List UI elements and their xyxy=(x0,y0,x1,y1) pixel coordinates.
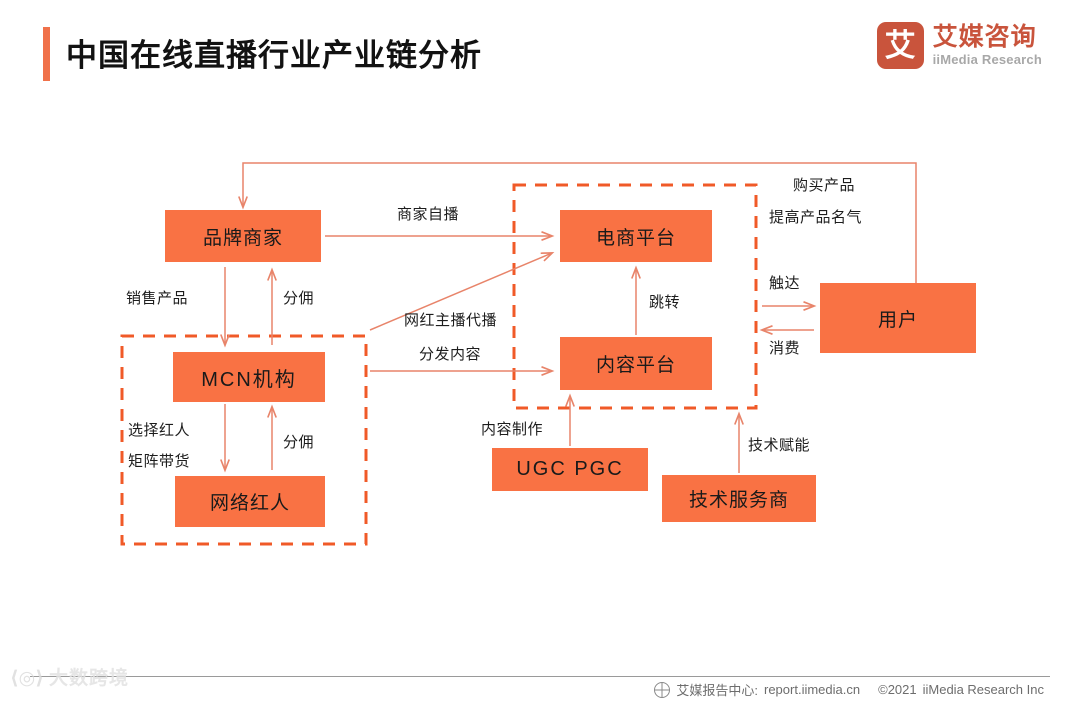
edge-label-sales-text: 销售产品 xyxy=(126,290,189,307)
title-accent-bar xyxy=(43,27,50,81)
logo-name-en: iiMedia Research xyxy=(932,52,1042,68)
edge-label-jump: 跳转 xyxy=(649,291,680,312)
node-tech-service-provider[interactable]: 技术服务商 xyxy=(662,475,816,522)
diagram-connectors xyxy=(120,162,917,546)
logo-mark-icon: 艾 xyxy=(876,22,924,69)
node-ugc-pgc[interactable]: UGC PGC xyxy=(492,448,648,491)
footer-source-label: 艾媒报告中心: xyxy=(676,683,758,698)
node-content-platform-label: 内容平台 xyxy=(595,355,676,376)
watermark: ⟨◎⟩ 大数跨境 xyxy=(10,669,129,688)
node-influencer[interactable]: 网络红人 xyxy=(175,476,325,527)
watermark-logo-icon: ⟨◎⟩ xyxy=(10,668,44,689)
footer-source-url[interactable]: report.iimedia.cn xyxy=(764,682,861,697)
edge-label-distribute-content: 分发内容 xyxy=(419,343,481,364)
node-brand-label: 品牌商家 xyxy=(202,227,283,249)
edge-label-anchor-proxy-text: 网红主播代播 xyxy=(404,312,498,329)
node-ecommerce-platform-label: 电商平台 xyxy=(595,227,676,249)
edge-label-buy-product-text: 购买产品 xyxy=(793,177,856,194)
footer-copyright: ©2021 xyxy=(878,682,917,697)
edge-label-matrix-selling-text: 矩阵带货 xyxy=(128,453,191,470)
footer-source: 艾媒报告中心: report.iimedia.cn ©2021 iiMedia … xyxy=(654,680,1044,699)
node-user[interactable]: 用户 xyxy=(820,283,976,353)
logo-text: 艾媒咨询 iiMedia Research xyxy=(933,23,1042,67)
edge-label-tech-empowerment-text: 技术赋能 xyxy=(748,437,811,454)
edge-label-select-influencer: 选择红人 xyxy=(128,419,190,440)
logo-name-cn: 艾媒咨询 xyxy=(932,23,1037,52)
edge-label-jump-text: 跳转 xyxy=(649,294,681,311)
edge-label-commission-mcn: 分佣 xyxy=(283,431,314,452)
edge-label-raise-fame: 提高产品名气 xyxy=(769,206,862,227)
edge-label-commission-brand-text: 分佣 xyxy=(283,290,315,307)
edge-label-self-broadcast-text: 商家自播 xyxy=(397,206,460,223)
edge-label-reach-text: 触达 xyxy=(769,275,801,292)
edge-label-commission-mcn-text: 分佣 xyxy=(283,434,315,451)
edge-label-content-production-text: 内容制作 xyxy=(481,421,544,438)
edge-label-select-influencer-text: 选择红人 xyxy=(128,422,191,439)
node-ecommerce-platform[interactable]: 电商平台 xyxy=(560,210,712,262)
edge-label-self-broadcast: 商家自播 xyxy=(397,203,459,224)
edge-label-commission-brand: 分佣 xyxy=(283,287,314,308)
edge-label-tech-empowerment: 技术赋能 xyxy=(748,434,810,455)
node-influencer-label: 网络红人 xyxy=(209,493,290,514)
edge-label-sales: 销售产品 xyxy=(126,287,188,308)
edge-label-anchor-proxy: 网红主播代播 xyxy=(404,309,497,330)
node-content-platform[interactable]: 内容平台 xyxy=(560,337,712,390)
page-title: 中国在线直播行业产业链分析 xyxy=(66,38,482,73)
node-brand[interactable]: 品牌商家 xyxy=(165,210,321,262)
node-user-label: 用户 xyxy=(877,309,918,331)
node-ugc-pgc-label: UGC PGC xyxy=(516,458,624,480)
edge-label-distribute-content-text: 分发内容 xyxy=(419,346,482,363)
watermark-text: 大数跨境 xyxy=(48,668,129,689)
edge-label-content-production: 内容制作 xyxy=(481,418,543,439)
footer-company: iiMedia Research Inc xyxy=(922,682,1044,697)
node-mcn-label: MCN机构 xyxy=(201,368,297,391)
edge-label-consume-text: 消费 xyxy=(769,340,801,357)
edge-label-raise-fame-text: 提高产品名气 xyxy=(769,209,863,226)
edge-label-buy-product: 购买产品 xyxy=(793,174,855,195)
node-tech-service-provider-label: 技术服务商 xyxy=(688,490,789,511)
industry-chain-diagram: 品牌商家 MCN机构 网络红人 电商平台 内容平台 UGC PGC 技术服务商 … xyxy=(120,162,976,546)
globe-icon xyxy=(654,681,671,698)
edge-label-reach: 触达 xyxy=(769,272,800,293)
node-mcn[interactable]: MCN机构 xyxy=(173,352,325,402)
footer-divider xyxy=(30,676,1050,677)
edge-label-consume: 消费 xyxy=(769,337,800,358)
edge-label-matrix-selling: 矩阵带货 xyxy=(128,450,190,471)
iimedia-logo: 艾 艾媒咨询 iiMedia Research xyxy=(876,22,1042,69)
